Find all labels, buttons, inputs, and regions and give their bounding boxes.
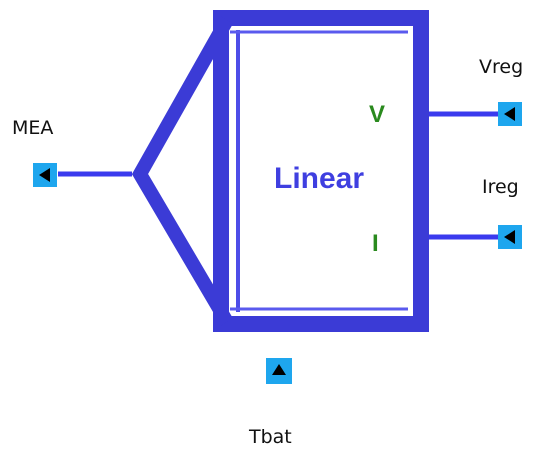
pin-label-i: I <box>372 230 379 257</box>
port-vreg-label: Vreg <box>479 56 523 78</box>
port-mea-label: MEA <box>12 117 53 139</box>
linear-block[interactable]: Linear V I <box>131 10 429 332</box>
port-mea[interactable]: MEA <box>12 117 57 187</box>
linear-block-wedge <box>131 16 234 326</box>
port-tbat[interactable]: Tbat <box>248 358 292 448</box>
port-ireg[interactable]: Ireg <box>482 176 522 249</box>
linear-block-body <box>213 10 429 332</box>
port-ireg-label: Ireg <box>482 176 519 198</box>
triangle-left-icon <box>39 168 50 182</box>
pin-label-v: V <box>369 101 385 128</box>
triangle-up-icon <box>272 364 286 375</box>
port-tbat-label: Tbat <box>248 426 292 448</box>
triangle-left-icon <box>504 230 515 244</box>
port-vreg[interactable]: Vreg <box>479 56 523 126</box>
triangle-left-icon <box>504 107 515 121</box>
wires <box>58 111 498 240</box>
block-title: Linear <box>274 162 364 195</box>
